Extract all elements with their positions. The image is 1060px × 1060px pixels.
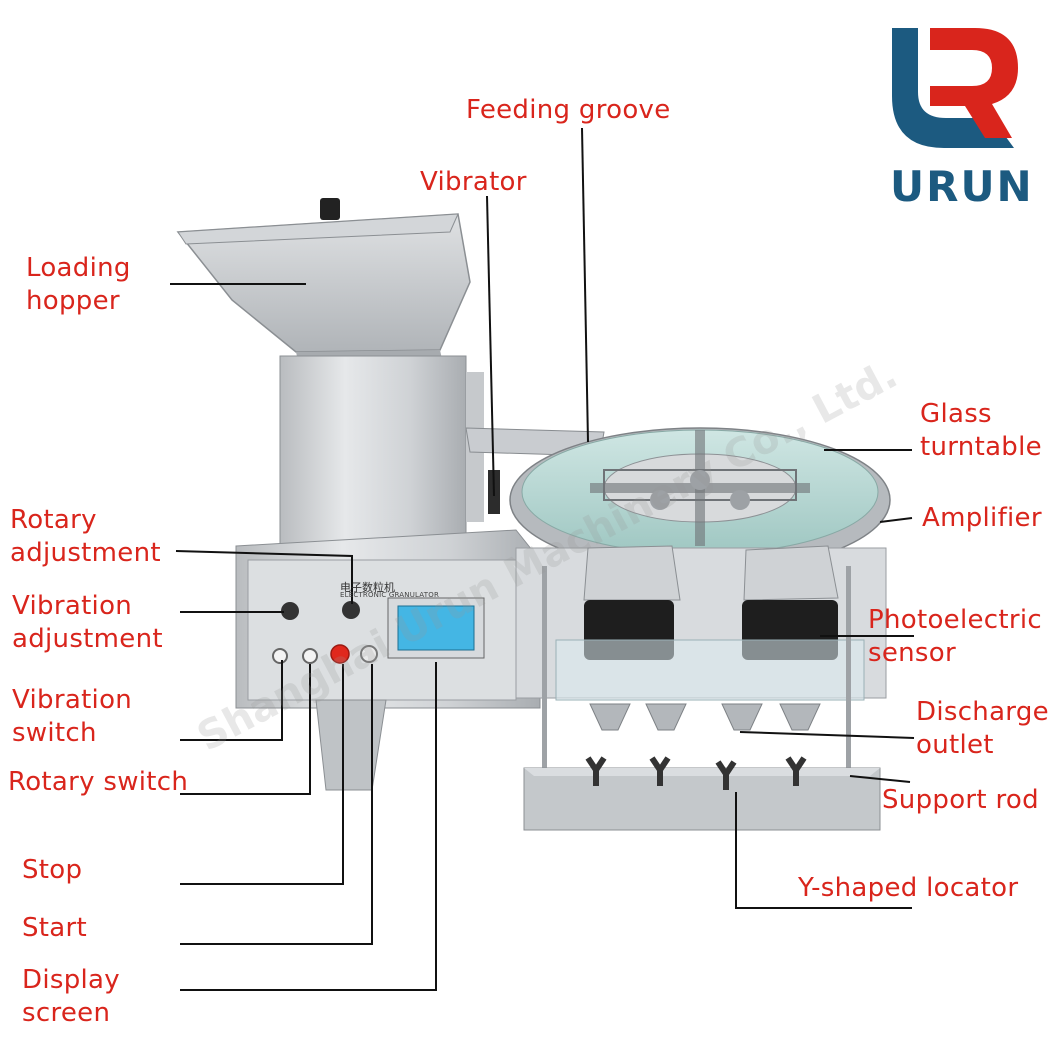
control-panel (272, 597, 485, 664)
base-plate (523, 767, 881, 831)
vibration-switch[interactable] (272, 648, 288, 664)
leader-lines (170, 127, 915, 991)
vibration-knob[interactable] (281, 602, 299, 620)
leader-start (180, 664, 373, 945)
leader-discharge-outlet (739, 731, 915, 739)
label-y-shaped-locator: Y-shaped locator (798, 873, 1019, 903)
label-photoelectric-sensor: Photoelectric sensor (868, 605, 1042, 668)
vibrator-housing (279, 355, 500, 547)
leader-rotary-adjustment (175, 550, 353, 604)
label-rotary-switch: Rotary switch (8, 767, 189, 797)
label-stop: Stop (22, 855, 83, 885)
leader-amplifier (879, 517, 913, 523)
rotary-switch[interactable] (302, 648, 318, 664)
leader-stop (180, 664, 344, 885)
label-display-screen: Display screen (22, 965, 120, 1028)
leader-vibration-switch (180, 660, 283, 741)
label-glass-turntable: Glass turntable (920, 399, 1042, 462)
brand-logo-mark (892, 28, 1018, 148)
panel-title: 电子数粒机 (340, 581, 395, 594)
label-vibrator: Vibrator (420, 167, 527, 197)
rotary-knob[interactable] (342, 601, 360, 619)
label-rotary-adjustment: Rotary adjustment (10, 505, 161, 568)
glass-turntable (509, 427, 891, 573)
leader-y-shaped-locator (735, 792, 912, 909)
leader-rotary-switch (180, 664, 311, 795)
label-start: Start (22, 913, 88, 943)
panel-subtitle: ELECTRONIC GRANULATOR (340, 591, 440, 599)
start-button[interactable] (360, 645, 378, 663)
label-support-rod: Support rod (882, 785, 1039, 815)
label-vibration-switch: Vibration switch (12, 685, 133, 748)
label-loading-hopper: Loading hopper (26, 253, 131, 316)
label-feeding-groove: Feeding groove (466, 95, 671, 125)
discharge-outlets (589, 703, 821, 731)
leader-feeding-groove (581, 127, 589, 443)
y-shaped-locators (585, 756, 807, 790)
stop-button[interactable] (330, 644, 350, 664)
leader-support-rod (849, 775, 911, 783)
leader-vibrator (486, 195, 495, 497)
brand-wordmark: URUN (890, 162, 1034, 211)
support-rods (542, 566, 851, 806)
photoelectric-sensors (555, 545, 865, 701)
leader-display-screen (180, 662, 437, 991)
label-amplifier: Amplifier (922, 503, 1042, 533)
label-vibration-adjustment: Vibration adjustment (12, 591, 163, 654)
label-discharge-outlet: Discharge outlet (916, 697, 1049, 760)
